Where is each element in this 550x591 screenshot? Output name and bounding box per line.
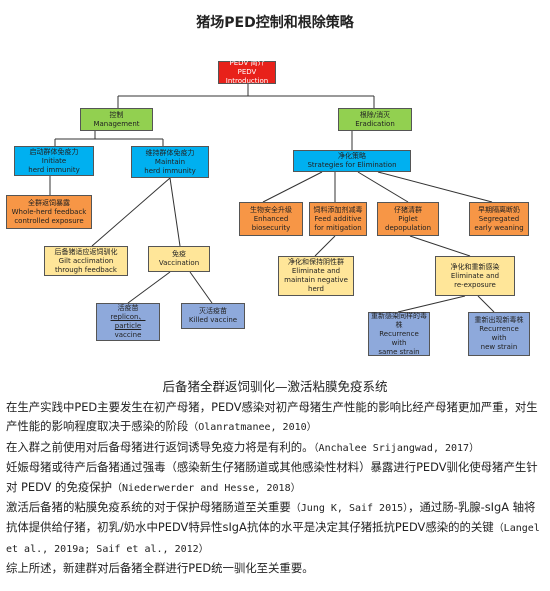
paragraph-2: 在入群之前使用对后备母猪进行返饲诱导免疫力将是有利的。（Anchalee Sri… <box>6 439 480 454</box>
paragraph-3: 妊娠母猪或待产后备猪通过强毒（感染新生仔猪肠道或其他感染性材料）暴露进行PEDV… <box>6 460 538 494</box>
paragraph-1: 在生产实践中PED主要发生在初产母猪，PEDV感染对初产母猪生产性能的影响比经产… <box>6 400 538 434</box>
diagram-title: 猪场PED控制和根除策略 <box>196 15 354 31</box>
connector-lines <box>49 84 495 313</box>
paragraph-5: 综上所述，新建群对后备猪全群进行PED统一驯化至关重要。 <box>6 561 314 576</box>
section-caption: 后备猪全群返饲驯化—激活粘膜免疫系统 <box>162 379 388 394</box>
paragraph-4: 激活后备猪的粘膜免疫系统的对于保护母猪肠道至关重要（Jung K, Saif 2… <box>6 500 540 555</box>
body-text: 在生产实践中PED主要发生在初产母猪，PEDV感染对初产母猪生产性能的影响比经产… <box>6 398 546 579</box>
